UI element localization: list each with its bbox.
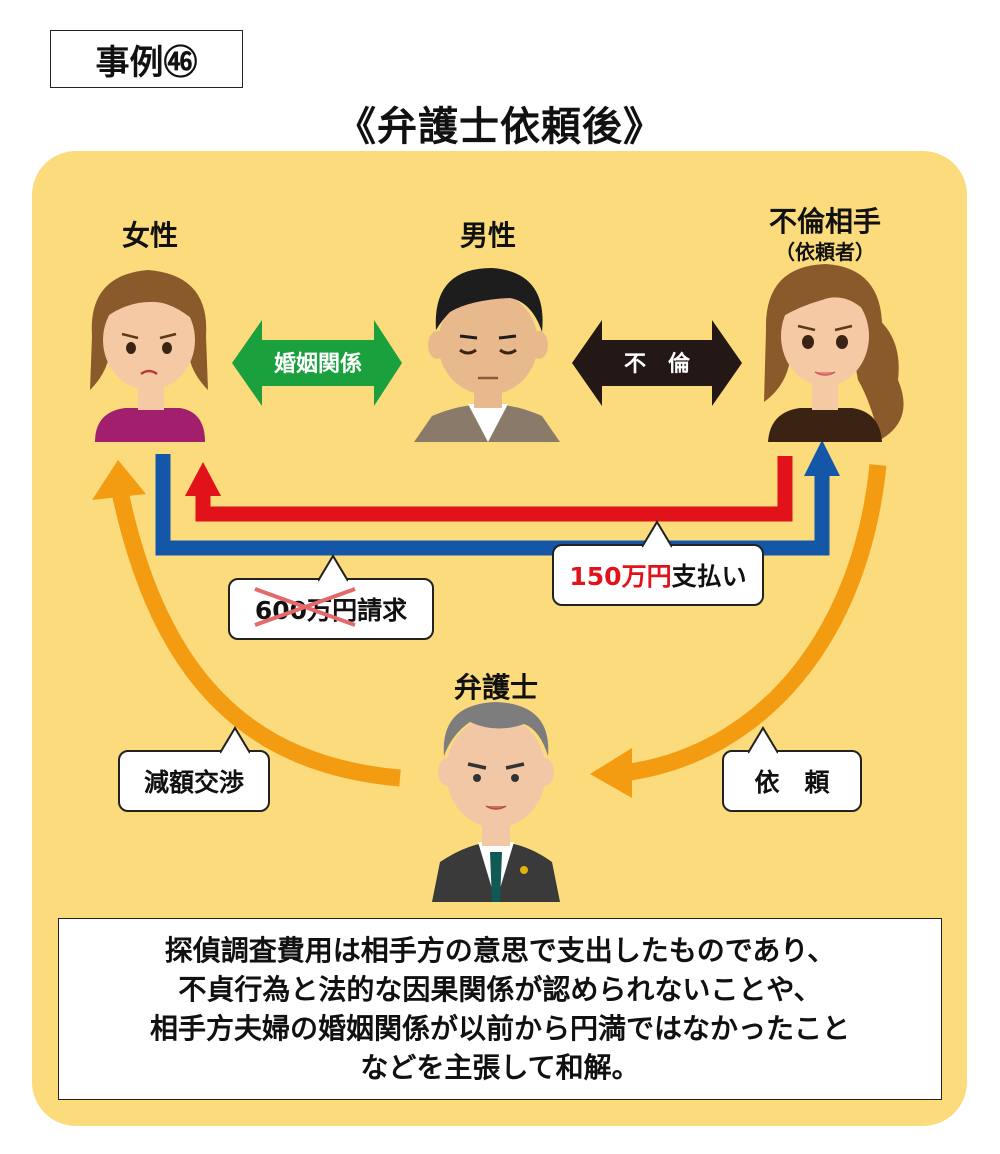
payment-amount: 150万円 xyxy=(569,562,672,591)
wife-label: 女性 xyxy=(121,219,178,252)
summary-line: 相手方夫婦の婚姻関係が以前から円満ではなかったこと xyxy=(149,1012,850,1045)
lover-figure xyxy=(764,264,904,442)
negotiation-callout: 減額交渉 xyxy=(118,726,270,812)
summary-line: などを主張して和解。 xyxy=(360,1051,640,1084)
lover-label: 不倫相手 xyxy=(768,205,881,238)
summary-box: 探偵調査費用は相手方の意思で支出したものであり、 不貞行為と法的な因果関係が認め… xyxy=(58,918,942,1100)
negotiation-arrow xyxy=(92,460,401,787)
lawyer-label: 弁護士 xyxy=(453,671,538,704)
claim-struck-amount: 600万円 xyxy=(254,587,357,627)
summary-line: 不貞行為と法的な因果関係が認められないことや、 xyxy=(178,973,822,1006)
husband-figure xyxy=(414,268,560,442)
request-arrow xyxy=(590,464,887,798)
lover-sub-label: （依頼者） xyxy=(775,240,875,264)
claim-callout: 600万円 請求 xyxy=(228,554,434,640)
payment-suffix: 支払い xyxy=(671,562,747,591)
summary-line: 探偵調査費用は相手方の意思で支出したものであり、 xyxy=(164,934,836,967)
wife-figure xyxy=(90,270,208,442)
marriage-arrow xyxy=(232,320,402,406)
claim-line xyxy=(155,440,840,556)
page-title: 《弁護士依頼後》 xyxy=(336,104,664,150)
request-callout: 依 頼 xyxy=(722,726,862,812)
marriage-label: 婚姻関係 xyxy=(273,352,362,377)
lawyer-figure xyxy=(432,702,560,902)
affair-label: 不 倫 xyxy=(623,352,690,377)
affair-arrow xyxy=(572,320,742,406)
payment-callout: 150万円 支払い xyxy=(552,520,764,606)
payment-line xyxy=(185,456,793,522)
claim-suffix: 請求 xyxy=(357,596,408,625)
case-label: 事例㊻ xyxy=(50,30,243,88)
husband-label: 男性 xyxy=(459,219,516,252)
